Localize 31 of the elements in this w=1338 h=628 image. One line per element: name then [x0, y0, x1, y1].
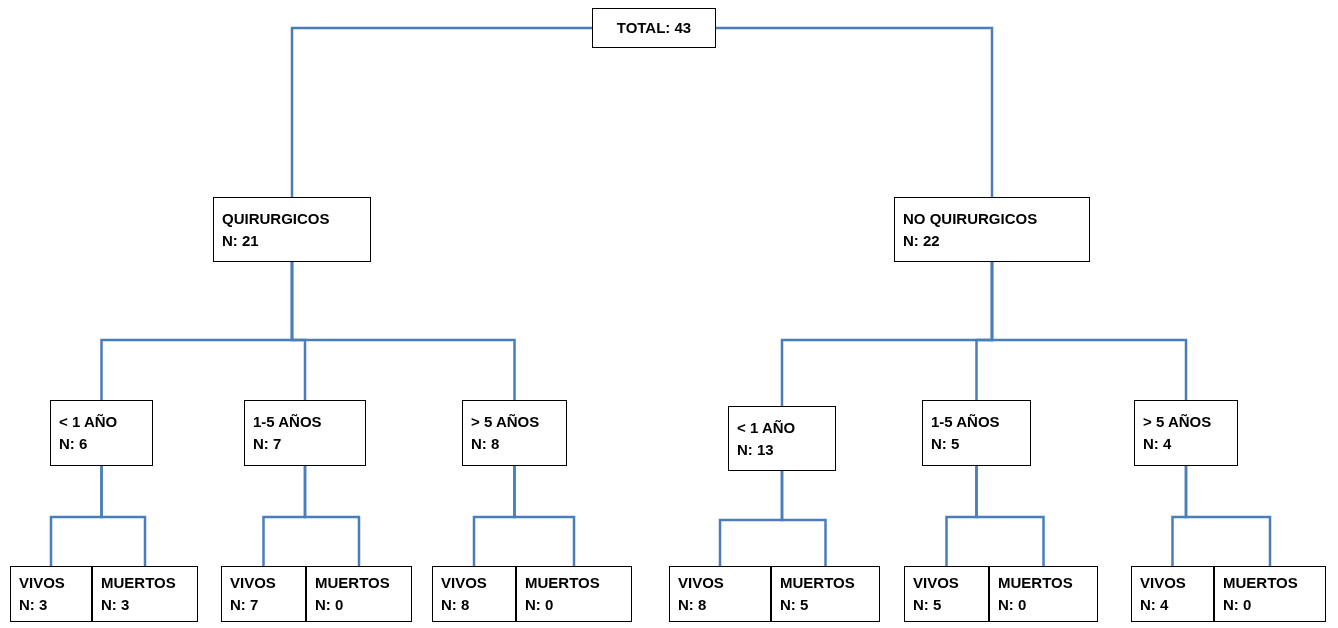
category-box: VIVOS N: 5	[904, 566, 989, 622]
connector-line	[290, 26, 592, 197]
category-box: MUERTOS N: 0	[516, 566, 632, 622]
category-box: TOTAL: 43	[592, 8, 716, 48]
connector-line	[716, 26, 994, 197]
category-box: > 5 AÑOS N: 4	[1134, 400, 1238, 466]
connector-line	[990, 262, 1188, 400]
connector-line	[1184, 466, 1272, 566]
connector-line	[290, 262, 516, 400]
connector-line	[780, 471, 827, 566]
category-box: MUERTOS N: 0	[989, 566, 1098, 622]
category-box: VIVOS N: 8	[432, 566, 516, 622]
connector-line	[303, 466, 361, 566]
category-box: > 5 AÑOS N: 8	[462, 400, 567, 466]
category-box: < 1 AÑO N: 6	[50, 400, 153, 466]
category-box: VIVOS N: 3	[10, 566, 92, 622]
connector-line	[975, 466, 1045, 566]
category-box: MUERTOS N: 3	[92, 566, 198, 622]
category-box: MUERTOS N: 0	[1214, 566, 1326, 622]
category-box: VIVOS N: 4	[1131, 566, 1214, 622]
category-box: < 1 AÑO N: 13	[728, 406, 836, 471]
category-box: 1-5 AÑOS N: 7	[244, 400, 366, 466]
connector-line	[100, 466, 147, 566]
category-box: VIVOS N: 7	[221, 566, 306, 622]
category-box: VIVOS N: 8	[669, 566, 771, 622]
category-box: 1-5 AÑOS N: 5	[922, 400, 1031, 466]
category-box: QUIRURGICOS N: 21	[213, 197, 371, 262]
category-box: MUERTOS N: 5	[771, 566, 880, 622]
connector-line	[513, 466, 576, 566]
category-box: NO QUIRURGICOS N: 22	[894, 197, 1090, 262]
category-box: MUERTOS N: 0	[306, 566, 412, 622]
